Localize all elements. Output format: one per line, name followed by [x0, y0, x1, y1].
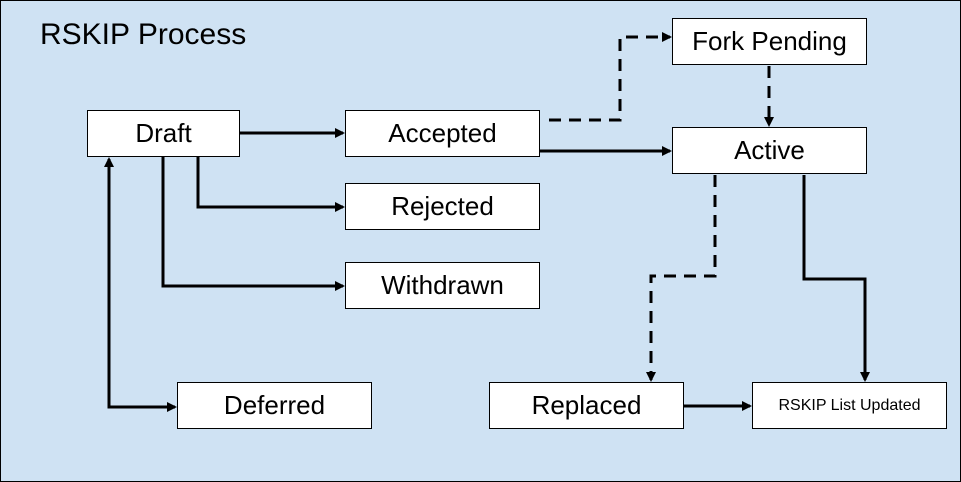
node-fork-pending: Fork Pending	[672, 18, 867, 65]
node-withdrawn: Withdrawn	[345, 262, 540, 309]
node-active: Active	[672, 127, 867, 174]
node-draft: Draft	[87, 110, 240, 157]
edge-draft-to-withdrawn	[161, 157, 345, 291]
edge-draft-to-deferred	[107, 382, 177, 412]
edge-active-to-rskip-list-updated	[802, 175, 870, 382]
node-replaced: Replaced	[489, 382, 684, 429]
diagram-title: RSKIP Process	[40, 18, 247, 51]
edge-accepted-to-fork-pending	[549, 32, 672, 122]
node-rejected: Rejected	[345, 183, 540, 230]
node-deferred: Deferred	[177, 382, 372, 429]
node-rskip-list-updated: RSKIP List Updated	[752, 382, 947, 429]
node-accepted: Accepted	[345, 110, 540, 157]
edge-draft-to-rejected	[196, 157, 345, 212]
edge-active-to-replaced	[646, 175, 717, 382]
